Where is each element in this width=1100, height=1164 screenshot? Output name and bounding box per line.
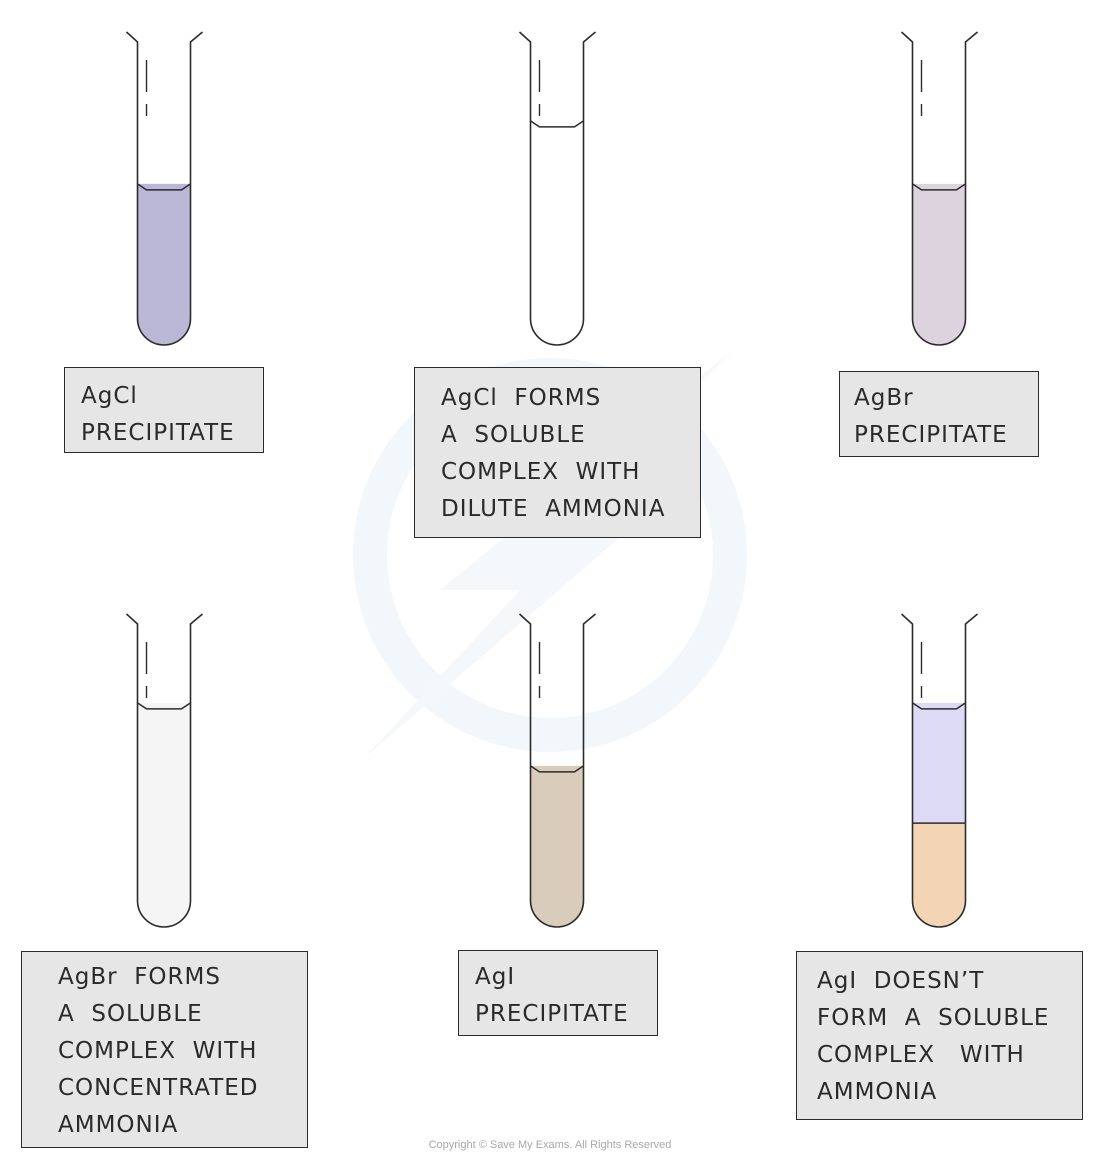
tube-liquid [912, 183, 966, 345]
tube-outline [900, 613, 979, 928]
label-line: FORM A SOLUBLE [817, 1005, 1050, 1031]
label-line: AMMONIA [817, 1079, 938, 1105]
label-line: PRECIPITATE [81, 420, 235, 446]
tube-agbr-precipitate [900, 31, 979, 346]
label-line: COMPLEX WITH [817, 1042, 1025, 1068]
tube-agcl-dilute-ammonia [518, 31, 597, 346]
tube-liquid [137, 702, 191, 927]
label-line: COMPLEX WITH [58, 1038, 258, 1064]
label-line: AgCl [81, 383, 138, 409]
meniscus [530, 765, 584, 773]
label-agcl-dilute-ammonia: AgCl FORMS A SOLUBLE COMPLEX WITH DILUTE… [414, 367, 701, 538]
meniscus [912, 183, 966, 191]
tube-outline [125, 31, 204, 346]
label-agcl-precipitate: AgCl PRECIPITATE [64, 367, 264, 453]
tube-liquid [530, 120, 584, 345]
tube-agi-precipitate [518, 613, 597, 928]
label-line: AgCl FORMS [441, 385, 602, 411]
meniscus [137, 702, 191, 710]
label-line: A SOLUBLE [441, 422, 586, 448]
label-agbr-precipitate: AgBr PRECIPITATE [839, 371, 1039, 457]
meniscus [912, 702, 966, 710]
label-agbr-concentrated-ammonia: AgBr FORMS A SOLUBLE COMPLEX WITH CONCEN… [21, 951, 308, 1148]
label-line: AMMONIA [58, 1112, 179, 1138]
meniscus [137, 183, 191, 191]
tube-agbr-concentrated-ammonia [125, 613, 204, 928]
label-line: COMPLEX WITH [441, 459, 641, 485]
label-line: PRECIPITATE [475, 1001, 629, 1027]
label-agi-no-complex: AgI DOESN’T FORM A SOLUBLE COMPLEX WITH … [796, 951, 1083, 1120]
tube-liquid [530, 765, 584, 927]
tube-liquid [137, 183, 191, 345]
tube-outline [125, 613, 204, 928]
label-line: A SOLUBLE [58, 1001, 203, 1027]
label-line: CONCENTRATED [58, 1075, 259, 1101]
meniscus [530, 120, 584, 128]
tube-outline [518, 613, 597, 928]
label-line: AgBr [854, 385, 914, 411]
label-line: AgBr FORMS [58, 964, 221, 990]
tube-precipitate-layer [912, 823, 966, 927]
tube-outline [518, 31, 597, 346]
label-line: AgI DOESN’T [817, 968, 985, 994]
tube-agcl-precipitate [125, 31, 204, 346]
label-agi-precipitate: AgI PRECIPITATE [458, 950, 658, 1036]
label-line: PRECIPITATE [854, 422, 1008, 448]
tube-agi-ammonia [900, 613, 979, 928]
label-line: DILUTE AMMONIA [441, 496, 666, 522]
copyright-notice: Copyright © Save My Exams. All Rights Re… [428, 1139, 672, 1151]
label-line: AgI [475, 964, 516, 990]
tube-outline [900, 31, 979, 346]
